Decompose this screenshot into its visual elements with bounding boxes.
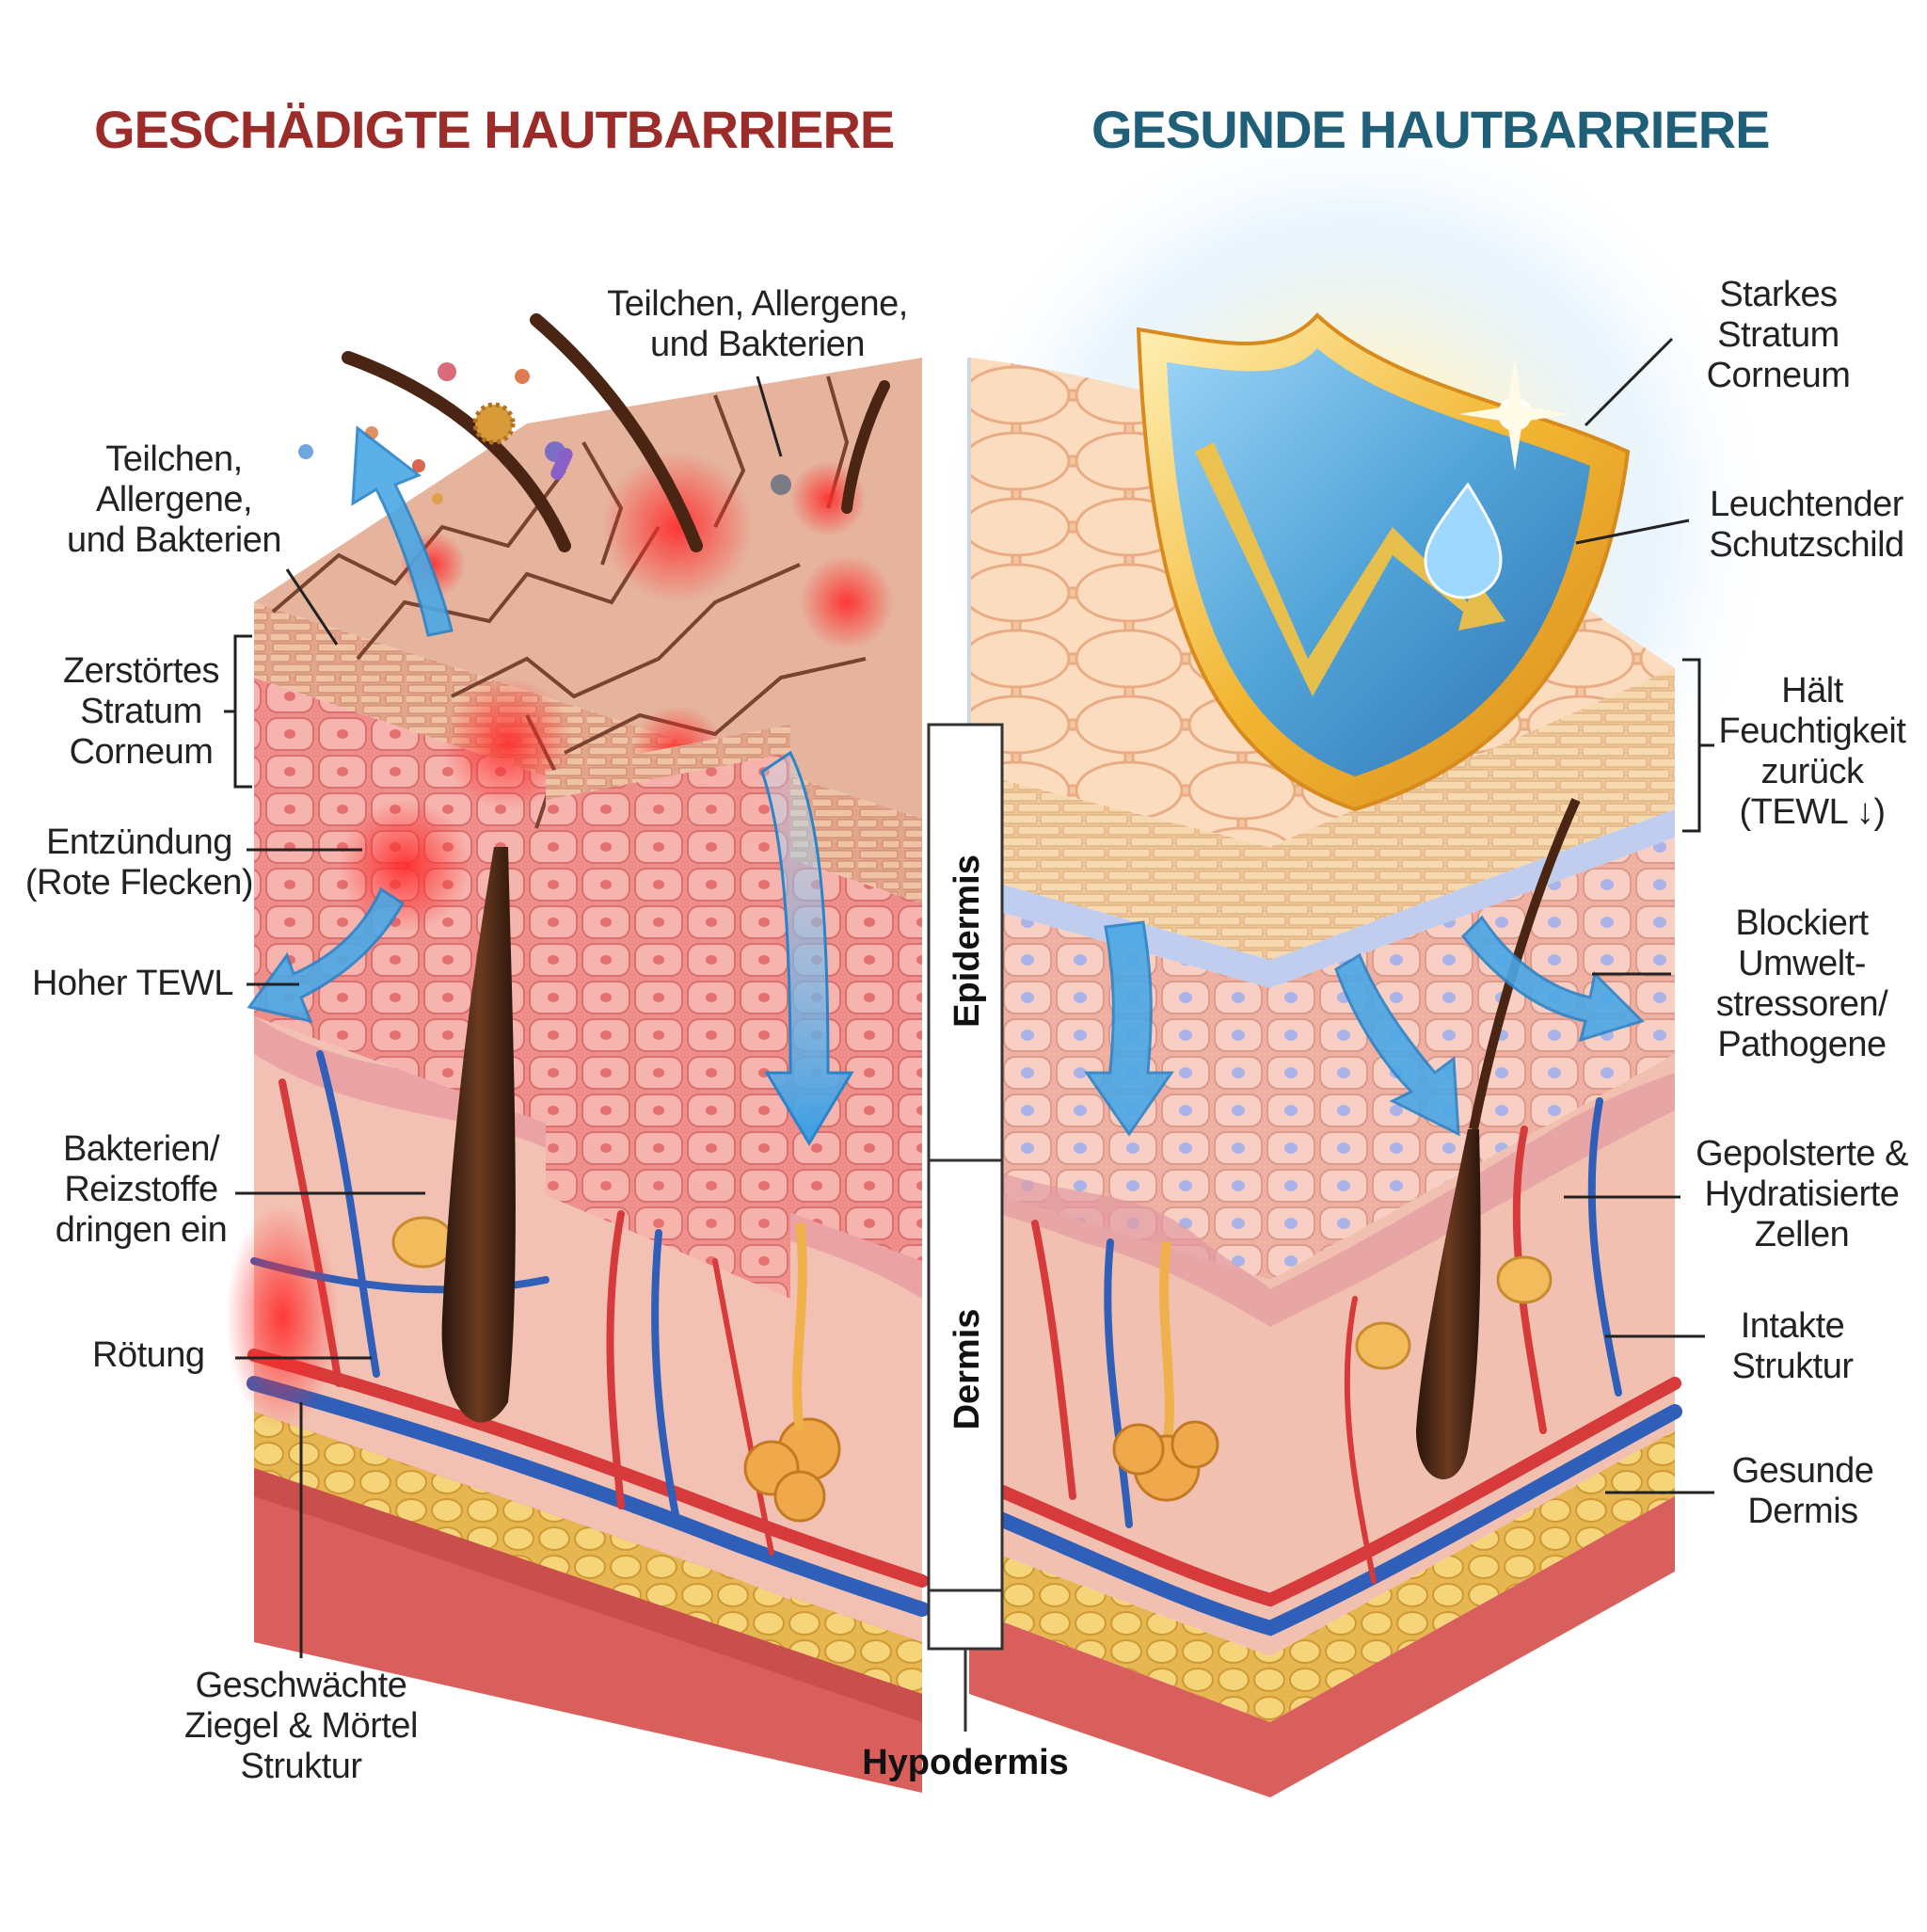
- glowing-shield-icon: [1136, 312, 1631, 812]
- label-intact-structure: Intakte Struktur: [1731, 1306, 1854, 1386]
- healthy-blocking-arrows: [1084, 915, 1645, 1137]
- healthy-sweat-gland: [1112, 1241, 1219, 1502]
- epidermis-label: Epidermis: [948, 854, 987, 1028]
- label-inflammation: Entzündung (Rote Flecken): [24, 822, 254, 902]
- label-particles-top: Teilchen, Allergene, und Bakterien: [607, 284, 908, 364]
- healthy-stratum-corneum-right: [1270, 668, 1675, 960]
- label-blocks-stressors: Blockiert Umwelt- stressoren/ Pathogene: [1715, 903, 1888, 1064]
- label-high-tewl: Hoher TEWL: [32, 964, 233, 1003]
- label-particles-side: Teilchen, Allergene, und Bakterien: [67, 439, 282, 560]
- damaged-sweat-gland: [743, 1222, 841, 1523]
- particles-allergens-bacteria: [298, 362, 791, 504]
- label-healthy-dermis: Gesunde Dermis: [1731, 1451, 1874, 1531]
- damaged-blood-vessels: [247, 1050, 930, 1617]
- healthy-barrier-title: GESUNDE HAUTBARRIERE: [1091, 100, 1770, 159]
- label-retains-moisture: Hält Feuchtigkeit zurück (TEWL ↓): [1718, 671, 1906, 832]
- label-weakened-structure: Geschwächte Ziegel & Mörtel Struktur: [183, 1666, 419, 1786]
- damaged-skin-block: [226, 313, 930, 1793]
- damaged-barrier-title: GESCHÄDIGTE HAUTBARRIERE: [94, 100, 895, 159]
- damaged-hair-follicle: [441, 847, 516, 1423]
- right-leader-lines: [1564, 337, 1714, 1494]
- healthy-fat-right: [1270, 1430, 1675, 1722]
- healthy-skin-block: [922, 94, 1788, 1797]
- damaged-top-surface: [254, 358, 922, 819]
- dermis-label: Dermis: [948, 1309, 987, 1430]
- layer-scale-bar: Epidermis Dermis Hypodermis: [862, 723, 1069, 1782]
- label-padded-cells: Gepolsterte & Hydratisierte Zellen: [1696, 1134, 1908, 1254]
- damaged-tewl-arrows: [247, 425, 854, 1146]
- damaged-fat-layer: [254, 1412, 922, 1694]
- label-bacteria-enter: Bakterien/ Reizstoffe dringen ein: [55, 1129, 228, 1250]
- label-glowing-shield: Leuchtender Schutzschild: [1709, 485, 1904, 565]
- label-destroyed-stratum-corneum: Zerstörtes Stratum Corneum: [62, 651, 220, 772]
- label-strong-stratum-corneum: Starkes Stratum Corneum: [1706, 275, 1851, 395]
- healthy-epidermis-right: [1270, 838, 1675, 1280]
- left-leader-lines: [224, 375, 783, 1658]
- healthy-stratum-corneum-left: [969, 772, 1270, 960]
- hypodermis-label: Hypodermis: [862, 1743, 1069, 1782]
- healthy-fat-left: [969, 1543, 1270, 1722]
- label-redness: Rötung: [92, 1335, 205, 1375]
